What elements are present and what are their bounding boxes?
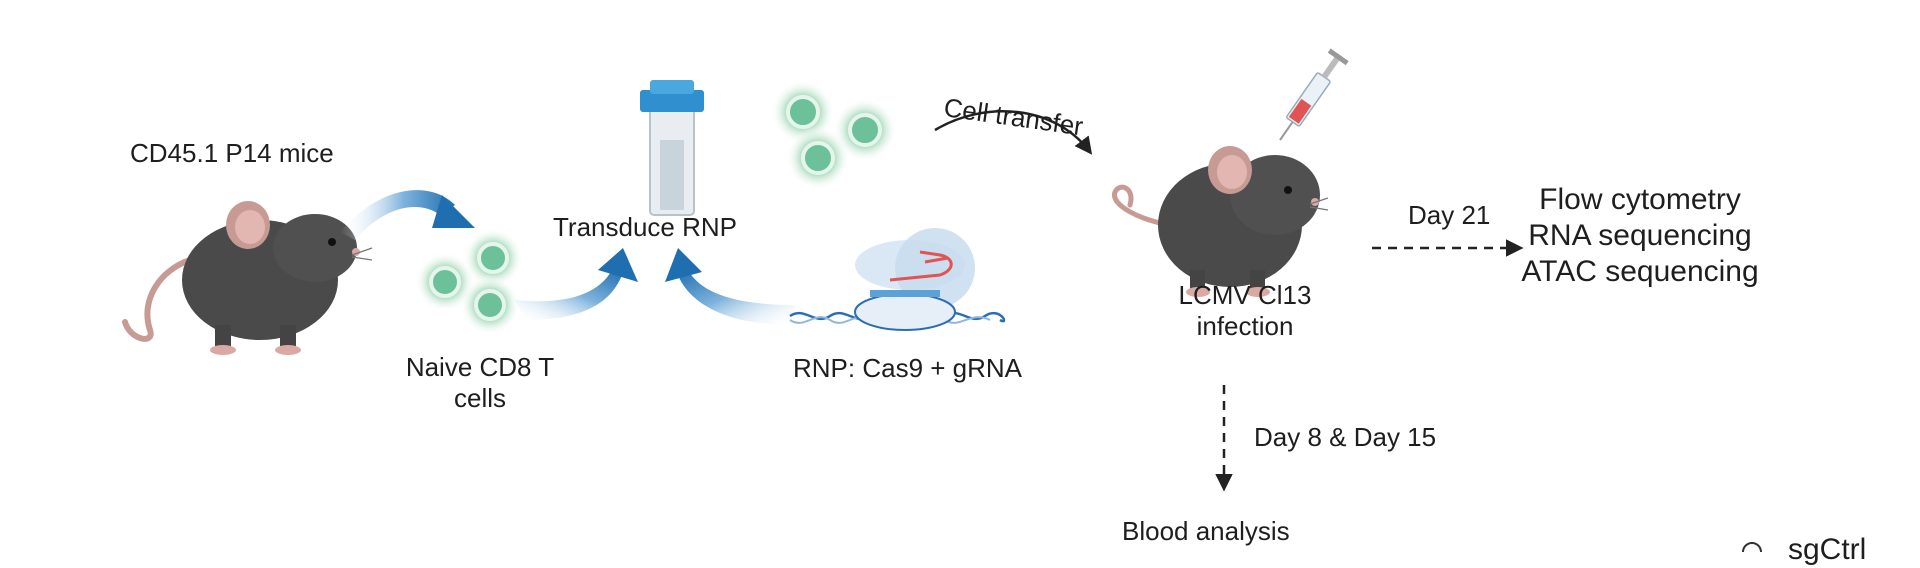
mice-label: CD45.1 P14 mice [130, 138, 334, 168]
naive-cells-line1: Naive CD8 T [405, 352, 555, 382]
cuvette-icon [640, 80, 704, 216]
infection-line2: infection [1196, 311, 1294, 342]
infected-mouse-icon [1112, 146, 1329, 297]
rnp-label: RNP: Cas9 + gRNA [793, 353, 1023, 383]
day8-15-label: Day 8 & Day 15 [1254, 422, 1437, 452]
curved-arrow-1 [340, 190, 475, 240]
cut-legend-label: sgCtrl [1788, 533, 1867, 566]
naive-cells-line2: cells [453, 383, 506, 414]
infection-line1: LCMV Cl13 [1178, 280, 1312, 310]
t-cells-top-icon [771, 80, 897, 190]
readout-rna: RNA sequencing [1528, 219, 1752, 252]
cell-transfer-arrow [934, 110, 1093, 155]
mouse-icon [122, 201, 373, 355]
syringe-icon [1279, 48, 1349, 141]
diagram-graphics [122, 48, 1762, 562]
curved-arrow-3 [665, 248, 795, 325]
curved-arrow-2 [515, 248, 638, 320]
naive-cells-label: Naive CD8 T cells [385, 352, 575, 414]
readout-flow: Flow cytometry [1539, 183, 1741, 216]
legend-marker [1742, 542, 1762, 562]
rnp-complex-icon [789, 228, 1006, 331]
readout-atac: ATAC sequencing [1521, 255, 1759, 288]
t-cells-icon [415, 228, 523, 335]
readouts-list: Flow cytometry RNA sequencing ATAC seque… [1520, 182, 1760, 290]
workflow-diagram: CD45.1 P14 mice Naive CD8 T cells Transd… [122, 48, 1866, 566]
transduce-label: Transduce RNP [553, 212, 737, 242]
day21-label: Day 21 [1408, 200, 1491, 230]
blood-analysis-label: Blood analysis [1122, 516, 1290, 546]
infection-label: LCMV Cl13 infection [1150, 280, 1340, 342]
